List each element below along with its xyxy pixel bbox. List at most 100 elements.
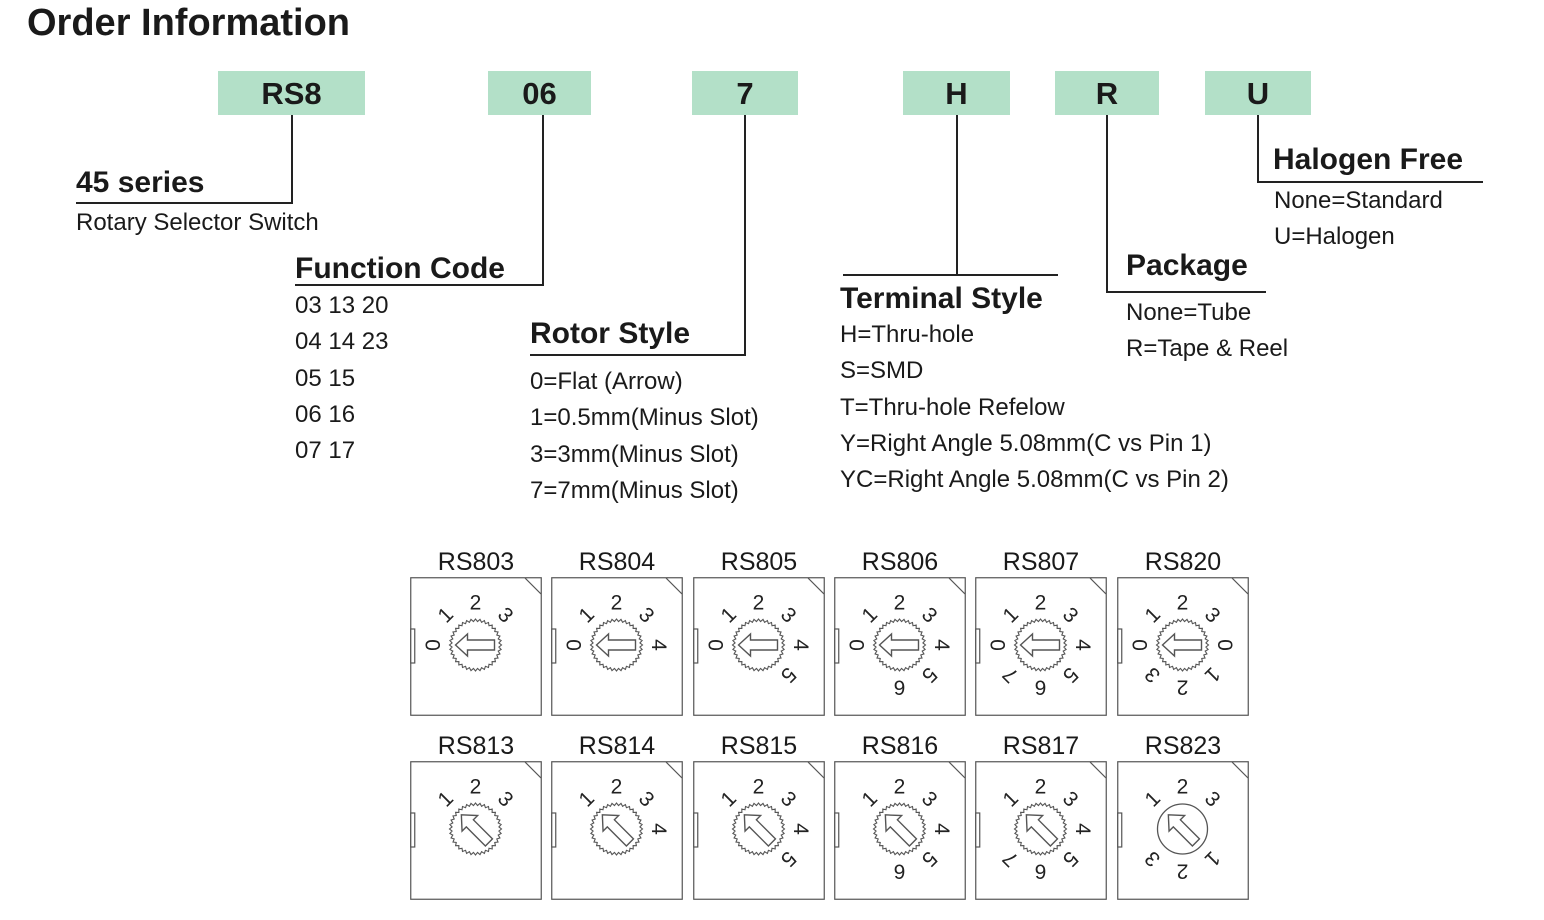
side-tab	[551, 812, 557, 848]
side-tab	[551, 628, 557, 664]
rotor-arrow-icon	[460, 814, 494, 847]
terminal-option: H=Thru-hole	[840, 321, 975, 348]
switch-model-label: RS804	[578, 548, 656, 576]
corner-chamfer	[524, 761, 542, 779]
terminal-options: H=Thru-hole S=SMD T=Thru-hole Refelow Y=…	[840, 317, 1229, 498]
dial-position-label: 2	[894, 776, 906, 799]
dial-position-label: 6	[1035, 860, 1047, 883]
rotor-heading: Rotor Style	[530, 317, 691, 350]
terminal-option: S=SMD	[840, 357, 924, 385]
rotary-switch-diagram: 123	[410, 761, 542, 900]
halogen-option: None=Standard	[1274, 187, 1443, 214]
function-option: 07 17	[295, 437, 356, 465]
rotor-arrow-icon	[1019, 632, 1061, 658]
dial-position-label: 2	[470, 592, 482, 615]
side-tab	[1117, 812, 1123, 848]
corner-chamfer	[1231, 761, 1249, 779]
dial-position-label: 4	[1071, 823, 1094, 835]
package-option: R=Tape & Reel	[1126, 335, 1289, 363]
switch-model-label: RS815	[720, 732, 798, 760]
rotor-options: 0=Flat (Arrow) 1=0.5mm(Minus Slot) 3=3mm…	[530, 364, 759, 509]
rotor-arrow-icon	[454, 632, 496, 658]
switch-model-label: RS803	[437, 548, 515, 576]
dial-position-label: 4	[789, 823, 812, 835]
switch-model-label: RS806	[861, 548, 939, 576]
code-function: 06	[488, 71, 591, 115]
side-tab	[410, 628, 416, 664]
switch-model-label: RS807	[1002, 548, 1080, 576]
dial-position-label: 0	[846, 639, 869, 651]
corner-chamfer	[1089, 761, 1107, 779]
terminal-option: YC=Right Angle 5.08mm(C vs Pin 2)	[840, 466, 1229, 494]
dial-position-label: 6	[1035, 676, 1047, 699]
package-option: None=Tube	[1126, 299, 1252, 326]
side-tab	[834, 628, 840, 664]
side-tab	[410, 812, 416, 848]
side-tab	[693, 812, 699, 848]
switch-model-label: RS820	[1144, 548, 1222, 576]
dial-position-label: 0	[987, 639, 1010, 651]
function-options: 03 13 20 04 14 23 05 15 06 16 07 17	[295, 288, 388, 469]
dial-position-label: 2	[1035, 776, 1047, 799]
rotor-arrow-icon	[601, 814, 635, 847]
function-option: 06 16	[295, 400, 356, 428]
rotor-arrow-icon	[1167, 814, 1201, 847]
dial-position-label: 2	[1177, 776, 1189, 799]
dial-position-label: 4	[1071, 639, 1094, 651]
corner-chamfer	[665, 577, 683, 595]
side-tab	[834, 812, 840, 848]
dial-position-label: 0	[422, 639, 445, 651]
dial-position-label: 0	[1129, 639, 1152, 651]
side-tab	[1117, 628, 1123, 664]
rotor-arrow-icon	[884, 814, 918, 847]
rotor-arrow-icon	[595, 632, 637, 658]
switch-model-label: RS814	[578, 732, 656, 760]
package-options: None=Tube R=Tape & Reel	[1126, 295, 1288, 368]
halogen-options: None=Standard U=Halogen	[1274, 183, 1443, 256]
dial-position-label: 2	[470, 776, 482, 799]
dial-position-label: 2	[1177, 592, 1189, 615]
dial-position-label: 2	[611, 592, 623, 615]
terminal-option: T=Thru-hole Refelow	[840, 393, 1065, 421]
dial-position-label: 2	[1177, 860, 1189, 883]
series-options: Rotary Selector Switch	[76, 205, 319, 241]
corner-chamfer	[665, 761, 683, 779]
series-heading: 45 series	[76, 166, 205, 199]
function-heading: Function Code	[295, 252, 505, 285]
code-halogen: U	[1205, 71, 1311, 115]
rotor-option: 0=Flat (Arrow)	[530, 368, 683, 395]
function-option: 04 14 23	[295, 328, 389, 356]
corner-chamfer	[1231, 577, 1249, 595]
connector-lines	[76, 115, 1483, 356]
halogen-heading: Halogen Free	[1273, 143, 1464, 176]
switch-model-label: RS817	[1002, 732, 1080, 760]
rotor-arrow-icon	[878, 632, 920, 658]
function-option: 05 15	[295, 364, 356, 392]
halogen-option: U=Halogen	[1274, 223, 1395, 251]
dial-position-label: 0	[1213, 639, 1236, 651]
side-tab	[975, 628, 981, 664]
function-option: 03 13 20	[295, 292, 389, 319]
corner-chamfer	[524, 577, 542, 595]
page-title: Order Information	[27, 2, 351, 44]
dial-position-label: 2	[753, 776, 765, 799]
code-series: RS8	[218, 71, 365, 115]
switch-model-label: RS813	[437, 732, 515, 760]
dial-position-label: 2	[611, 776, 623, 799]
side-tab	[693, 628, 699, 664]
dial-position-label: 2	[894, 592, 906, 615]
terminal-option: Y=Right Angle 5.08mm(C vs Pin 1)	[840, 429, 1212, 457]
corner-chamfer	[948, 577, 966, 595]
switch-model-label: RS805	[720, 548, 798, 576]
dial-position-label: 6	[894, 676, 906, 699]
dial-position-label: 4	[789, 639, 812, 651]
package-heading: Package	[1126, 249, 1248, 282]
